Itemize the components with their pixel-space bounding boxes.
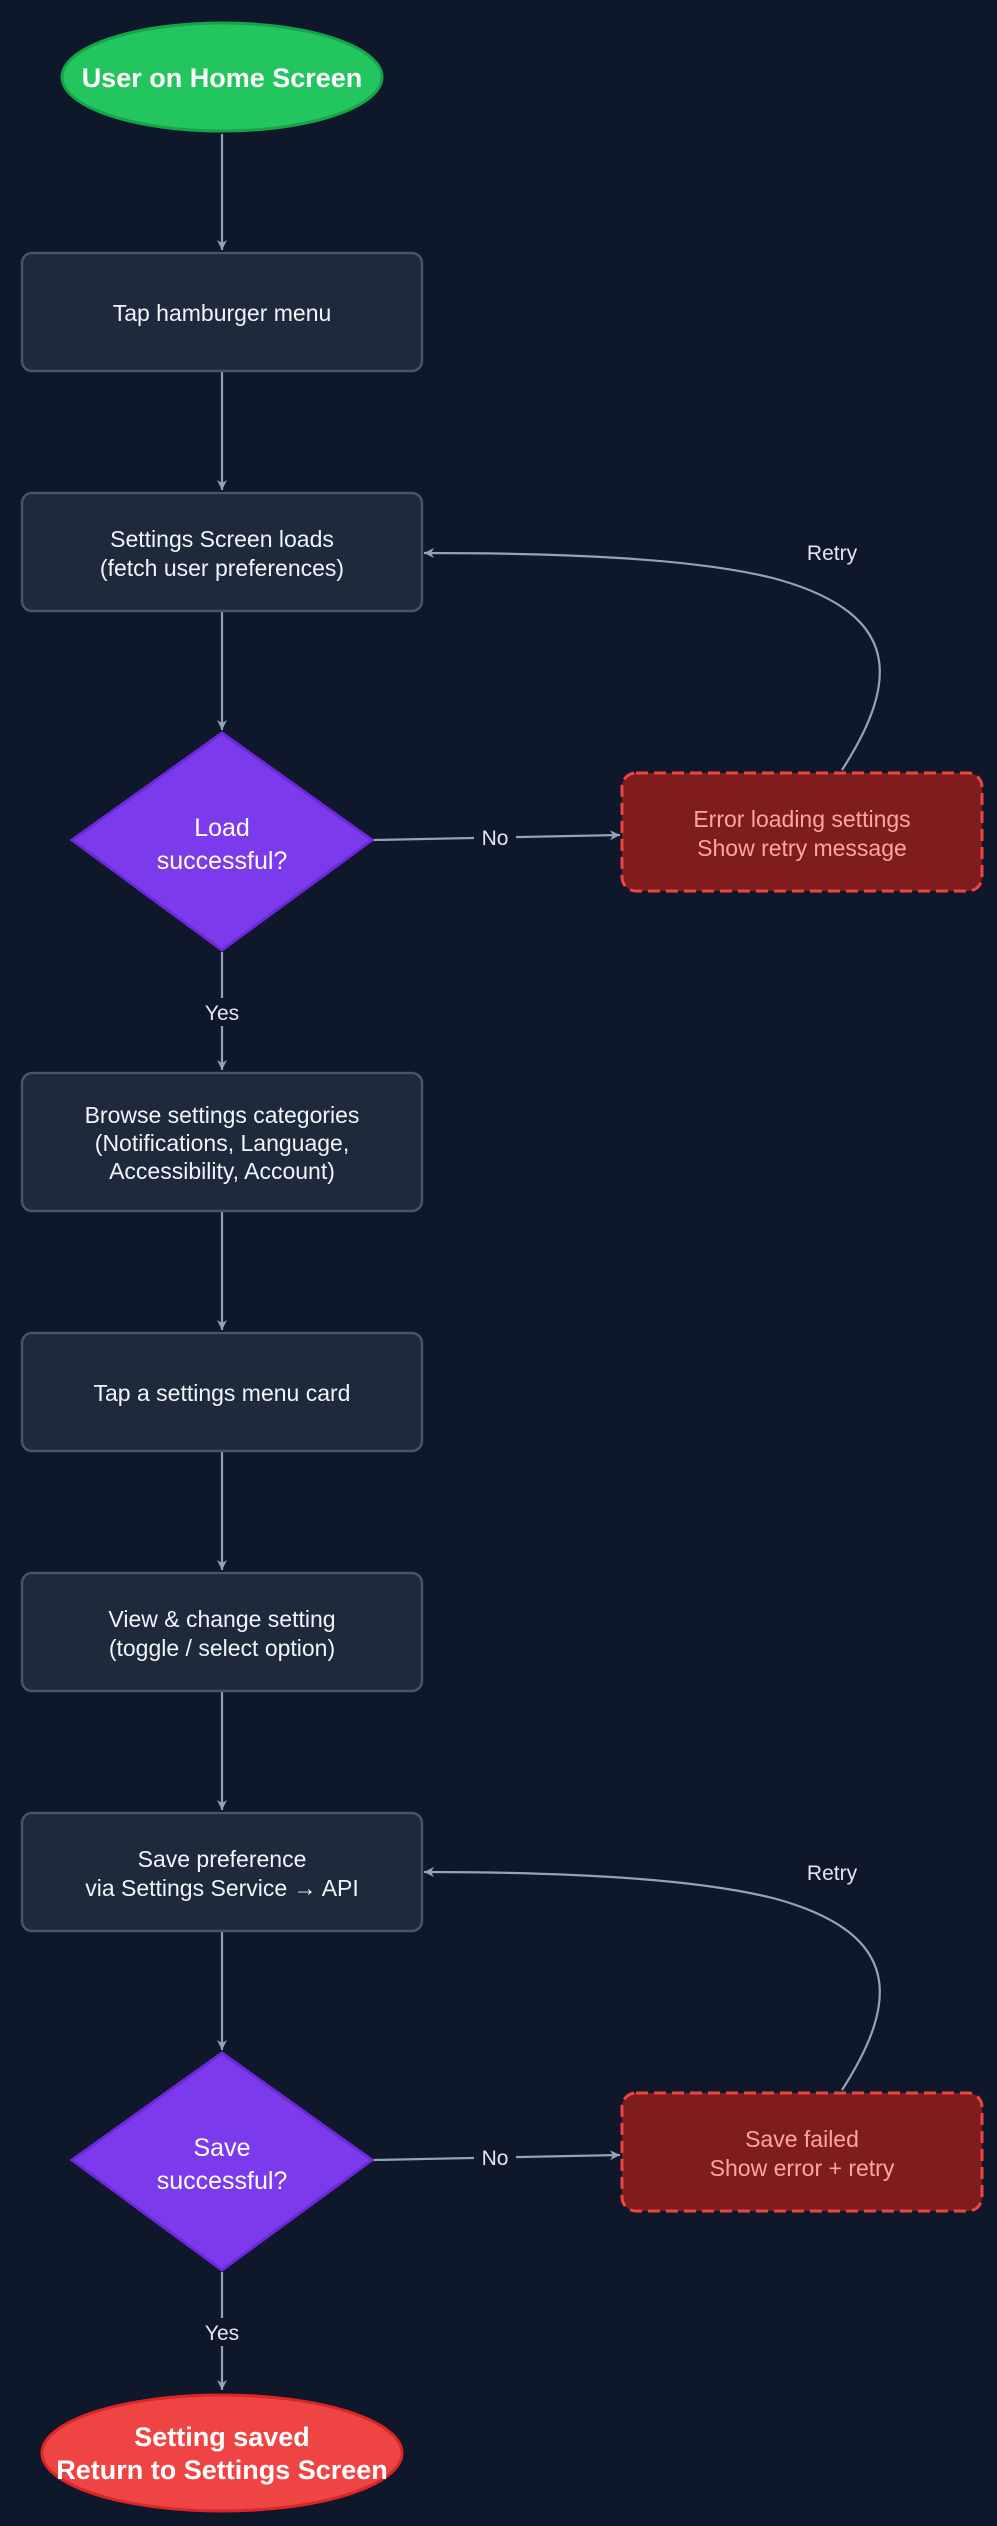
start-node: User on Home Screen	[60, 21, 384, 133]
end-node-label: Setting saved	[134, 2422, 310, 2452]
process-node-tap-menu: Tap hamburger menu	[20, 251, 424, 373]
start-node-label: User on Home Screen	[82, 63, 363, 93]
edge-label-retry: Retry	[807, 1862, 858, 1885]
process-node-label: Save preference	[138, 1846, 307, 1872]
decision-node-label: Load	[194, 814, 250, 842]
decision-node-label: Save	[194, 2134, 251, 2162]
process-node-label: (toggle / select option)	[109, 1635, 335, 1661]
process-node-save-pref: Save preference via Settings Service → A…	[20, 1811, 424, 1933]
process-node-label: Accessibility, Account)	[109, 1158, 335, 1184]
process-node-label: via Settings Service → API	[85, 1875, 359, 1901]
decision-node-save-check: Save successful?	[69, 2051, 375, 2272]
process-node-label: Settings Screen loads	[110, 526, 334, 552]
edge-label-no: No	[482, 827, 509, 850]
process-node-change-setting: View & change setting (toggle / select o…	[20, 1571, 424, 1693]
error-node-label: Show retry message	[697, 835, 907, 861]
end-node-label: Return to Settings Screen	[56, 2455, 388, 2485]
process-node-label: (fetch user preferences)	[100, 555, 344, 581]
process-node-label: Browse settings categories	[85, 1102, 360, 1128]
edge-label-retry: Retry	[807, 542, 858, 565]
edge-label-bg	[474, 2144, 516, 2170]
decision-node-label: successful?	[157, 847, 288, 875]
edge-load-error-to-settings-loads	[423, 548, 881, 771]
process-node-tap-card: Tap a settings menu card	[20, 1331, 424, 1453]
edge-label-bg	[474, 824, 516, 850]
decision-node-label: successful?	[157, 2167, 288, 2195]
process-node-label: Tap a settings menu card	[94, 1380, 351, 1406]
edge-label-no: No	[482, 2147, 509, 2170]
end-node: Setting saved Return to Settings Screen	[40, 2393, 404, 2513]
process-node-browse: Browse settings categories (Notification…	[20, 1071, 424, 1213]
error-node-label: Show error + retry	[710, 2155, 895, 2181]
process-node-settings-loads: Settings Screen loads (fetch user prefer…	[20, 491, 424, 613]
edge-label-yes: Yes	[205, 2322, 239, 2345]
edge-save-error-to-save-pref	[423, 1867, 881, 2091]
error-node-load-error: Error loading settings Show retry messag…	[620, 771, 984, 893]
edge-label-bg	[198, 2318, 246, 2346]
process-node-label: Tap hamburger menu	[113, 300, 332, 326]
process-node-label: View & change setting	[108, 1606, 335, 1632]
error-node-label: Save failed	[745, 2126, 859, 2152]
error-node-label: Error loading settings	[693, 806, 910, 832]
decision-node-load-check: Load successful?	[69, 731, 375, 952]
error-node-save-error: Save failed Show error + retry	[620, 2091, 984, 2213]
edge-label-yes: Yes	[205, 1002, 239, 1025]
process-node-label: (Notifications, Language,	[95, 1130, 349, 1156]
edge-label-bg	[198, 998, 246, 1026]
